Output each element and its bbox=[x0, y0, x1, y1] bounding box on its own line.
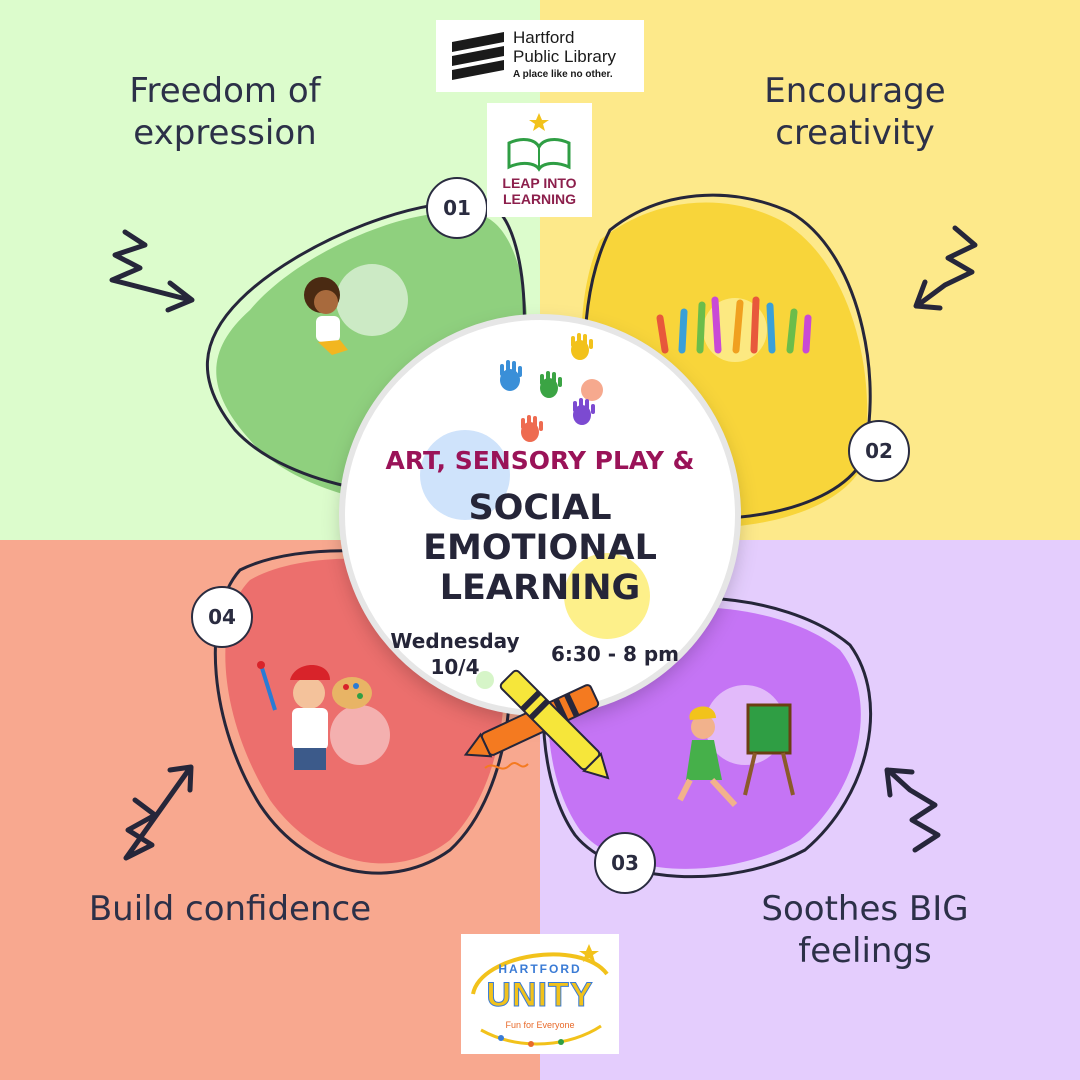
squiggle-arrow-4 bbox=[123, 764, 194, 861]
benefit-caption-4: Build confidence bbox=[88, 889, 372, 929]
leap-into-learning-logo: LEAP INTO LEARNING bbox=[487, 103, 592, 217]
open-book-icon bbox=[507, 113, 571, 172]
hartford-public-library-logo: Hartford Public Library A place like no … bbox=[436, 20, 644, 92]
event-time: 6:30 - 8 pm bbox=[550, 642, 679, 666]
event-date: Wednesday 10/4 bbox=[390, 629, 520, 679]
hartford-unity-logo: HARTFORD UNITY Fun for Everyone bbox=[461, 934, 619, 1054]
squiggle-arrow-2 bbox=[913, 225, 978, 311]
event-title-line2: SOCIAL EMOTIONAL LEARNING bbox=[423, 488, 657, 608]
squiggle-arrow-3 bbox=[884, 767, 941, 853]
event-title-line1: ART, SENSORY PLAY & bbox=[385, 446, 695, 475]
handprints-icon bbox=[500, 333, 595, 442]
number-badge-4: 04 bbox=[191, 586, 253, 648]
benefit-caption-3: Soothes BIG feelings bbox=[761, 889, 969, 971]
raised-painted-hands-illustration bbox=[656, 296, 812, 362]
leap-logo-text: LEAP INTO LEARNING bbox=[502, 175, 577, 207]
number-badge-1: 01 bbox=[426, 177, 488, 239]
number-badge-2: 02 bbox=[848, 420, 910, 482]
number-badge-3: 03 bbox=[594, 832, 656, 894]
child-drawing-illustration bbox=[304, 264, 408, 355]
benefit-caption-1: Freedom of expression bbox=[129, 71, 321, 153]
benefit-caption-2: Encourage creativity bbox=[764, 71, 946, 153]
unity-logo-main: UNITY bbox=[486, 976, 594, 1015]
library-stairs-icon bbox=[452, 32, 504, 80]
unity-logo-top: HARTFORD bbox=[498, 962, 582, 976]
unity-swoosh-icon bbox=[471, 944, 609, 1047]
unity-logo-subtitle: Fun for Everyone bbox=[505, 1020, 575, 1030]
boy-artist-palette-illustration bbox=[257, 661, 390, 770]
library-tagline: A place like no other. bbox=[513, 69, 613, 80]
crayons-icon bbox=[463, 669, 610, 780]
girl-painting-easel-illustration bbox=[677, 685, 795, 808]
library-name: Hartford Public Library bbox=[513, 28, 616, 66]
squiggle-arrow-1 bbox=[109, 229, 195, 313]
